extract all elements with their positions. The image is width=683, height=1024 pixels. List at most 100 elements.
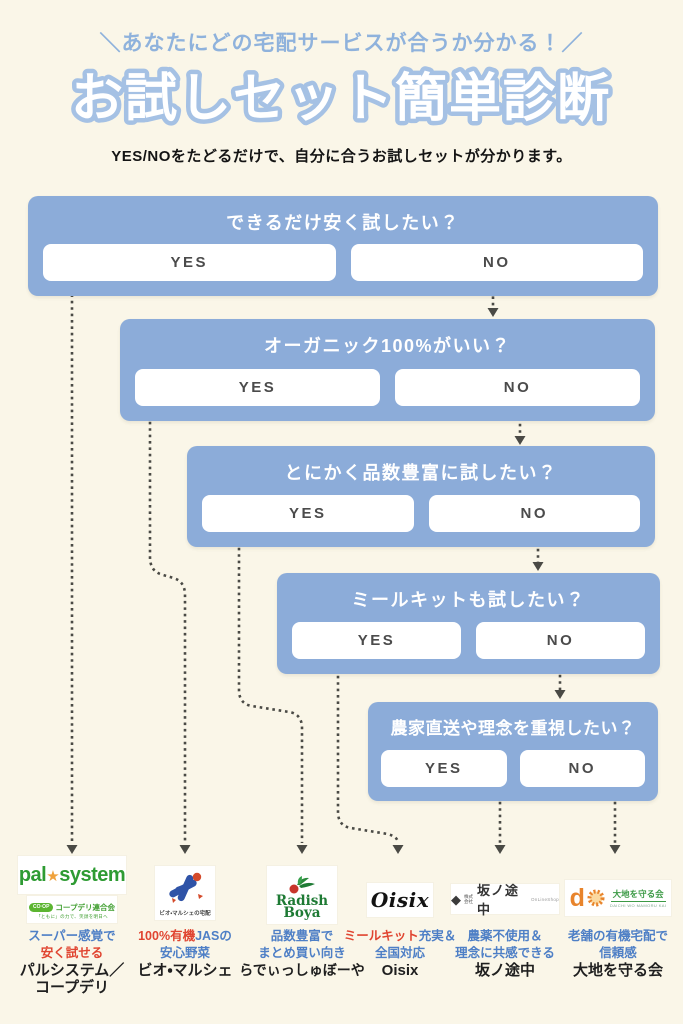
yes-button-4[interactable]: YES: [292, 622, 461, 659]
service-biomarche: ビオ・マルシェの宅配 100%有機JASの 安心野菜 ビオ・マルシェ: [129, 856, 241, 1024]
desc-line: 理念に共感できる: [455, 945, 555, 962]
oisix-logo: Oisix: [344, 856, 456, 917]
question-text: 農家直送や理念を重視したい？: [390, 719, 636, 738]
sakanotochu-logo-card: ◆ 株式会社 坂ノ途中 OnLineShop: [451, 884, 559, 918]
yes-button-1[interactable]: YES: [43, 244, 336, 281]
desc-line: まとめ買い向き: [258, 945, 346, 962]
desc-segment: 理念に共感できる: [455, 946, 555, 960]
desc-line: 農薬不使用＆: [455, 928, 555, 945]
service-name: 坂ノ途中: [474, 962, 536, 979]
no-button-3[interactable]: NO: [428, 495, 640, 532]
question-text: とにかく品数豊富に試したい？: [284, 463, 558, 483]
coop-tagline: 「ともに」の力で、笑顔を明日へ: [36, 913, 108, 919]
star-icon: ★: [46, 867, 60, 885]
biomarche-caption: ビオ・マルシェの宅配: [159, 911, 211, 917]
arrowhead: [494, 845, 506, 854]
coopdeli-logo-card: CO·OP コープデリ連合会 「ともに」の力で、笑顔を明日へ: [27, 896, 117, 923]
arrowhead: [532, 562, 544, 571]
yes-button-5[interactable]: YES: [381, 750, 507, 787]
pal-brand-right: system: [59, 863, 126, 886]
palsystem-logo: pal★system CO·OP コープデリ連合会 「ともに」の力で、笑顔を明日…: [16, 856, 128, 923]
coop-name: コープデリ連合会: [55, 902, 115, 912]
daichi-logo-card: d 大地を守る会 DAICHI WO MAMORU KAI: [565, 880, 671, 916]
biomarche-logo-card: ビオ・マルシェの宅配: [155, 866, 215, 920]
daichi-initial: d: [569, 884, 585, 912]
yes-button-3[interactable]: YES: [202, 495, 414, 532]
service-description: 100%有機JASの 安心野菜: [138, 928, 232, 962]
desc-segment: 全国対応: [374, 946, 425, 960]
radishboya-logo-card: Radish Boya: [267, 866, 337, 924]
service-name: パルシステム／ コープデリ: [19, 962, 125, 996]
question-box-4: ミールキットも試したい？ YES NO: [277, 573, 660, 674]
question-text: ミールキットも試したい？: [351, 590, 586, 610]
desc-line: ミールキット充実＆: [344, 928, 457, 945]
service-name: 大地を守る会: [572, 962, 664, 979]
desc-segment: 100%有機: [138, 929, 196, 943]
arrowhead: [296, 845, 308, 854]
no-button-4[interactable]: NO: [476, 622, 645, 659]
no-button-2[interactable]: NO: [395, 369, 640, 406]
desc-segment: 品数豊富で: [270, 929, 334, 943]
service-name: Oisix: [381, 962, 419, 979]
desc-line: 品数豊富で: [258, 928, 346, 945]
desc-segment: まとめ買い向き: [258, 946, 346, 960]
page-title-art: お試しセット簡単診断: [66, 66, 613, 133]
service-description: 老舗の有機宅配で 信頼感: [568, 928, 668, 962]
sakanotochu-logo: ◆ 株式会社 坂ノ途中 OnLineShop: [449, 856, 561, 918]
desc-segment: 安く試せる: [40, 946, 104, 960]
desc-segment: 農薬不使用＆: [467, 929, 543, 943]
oisix-wordmark: Oisix: [370, 888, 430, 912]
radish-icon: [289, 876, 315, 894]
question-text: オーガニック100%がいい？: [263, 336, 512, 356]
question-text: できるだけ安く試したい？: [226, 213, 460, 233]
diamond-icon: ◆: [451, 891, 461, 907]
desc-segment: スーパー感覚で: [28, 929, 116, 943]
service-description: ミールキット充実＆ 全国対応: [344, 928, 457, 962]
desc-segment: 安心野菜: [159, 946, 210, 960]
daichi-logo: d 大地を守る会 DAICHI WO MAMORU KAI: [562, 856, 674, 916]
biomarche-logo: ビオ・マルシェの宅配: [129, 856, 241, 920]
no-button-1[interactable]: NO: [350, 244, 643, 281]
desc-line: 老舗の有機宅配で: [568, 928, 668, 945]
question-box-3: とにかく品数豊富に試したい？ YES NO: [187, 446, 655, 547]
desc-line: 安く試せる: [28, 945, 115, 962]
desc-line: 安心野菜: [138, 945, 232, 962]
service-sakanotochu: ◆ 株式会社 坂ノ途中 OnLineShop 農薬不使用＆ 理念に共感できる 坂…: [449, 856, 561, 1024]
arrowhead: [66, 845, 78, 854]
arrowhead: [179, 845, 191, 854]
page-title: お試しセット簡単診断: [71, 70, 611, 128]
desc-segment: 信頼感: [599, 946, 637, 960]
radishboya-logo: Radish Boya: [246, 856, 358, 924]
desc-segment: 充実＆: [418, 929, 457, 943]
desc-segment: 老舗の有機宅配で: [567, 929, 669, 943]
coop-badge: CO·OP: [29, 902, 54, 912]
sakanotochu-shop-label: OnLineShop: [530, 896, 559, 902]
service-daichi: d 大地を守る会 DAICHI WO MAMORU KAI 老舗の有機宅配で 信…: [562, 856, 674, 1024]
oisix-logo-card: Oisix: [367, 883, 433, 917]
yes-button-2[interactable]: YES: [135, 369, 380, 406]
daichi-romaji: DAICHI WO MAMORU KAI: [609, 903, 667, 908]
question-box-5: 農家直送や理念を重視したい？ YES NO: [368, 702, 658, 801]
desc-line: 100%有機JASの: [138, 928, 232, 945]
pal-brand-left: pal: [18, 863, 47, 886]
arrowhead: [609, 845, 621, 854]
sakanotochu-wordmark: 坂ノ途中: [477, 884, 520, 918]
daichi-wordmark: 大地を守る会: [610, 888, 666, 902]
service-name: らでぃっしゅぼーや: [239, 962, 365, 978]
desc-line: 信頼感: [568, 945, 668, 962]
question-box-1: できるだけ安く試したい？ YES NO: [28, 196, 658, 296]
sunburst-icon: [587, 889, 605, 907]
service-palsystem: pal★system CO·OP コープデリ連合会 「ともに」の力で、笑顔を明日…: [16, 856, 128, 1024]
desc-segment: ミールキット: [343, 929, 419, 943]
header-tagline: ＼あなたにどの宅配サービスが合うか分かる！／: [99, 32, 584, 55]
service-radishboya: Radish Boya 品数豊富で まとめ買い向き らでぃっしゅぼーや: [239, 856, 365, 1024]
desc-segment: JASの: [195, 929, 232, 943]
no-button-5[interactable]: NO: [519, 750, 645, 787]
service-name: ビオ・マルシェ: [137, 962, 233, 979]
header-subtitle: YES/NOをたどるだけで、自分に合うお試しセットが分かります。: [111, 148, 572, 165]
desc-line: 全国対応: [344, 945, 457, 962]
service-description: 品数豊富で まとめ買い向き: [258, 928, 346, 962]
arrowhead: [514, 436, 526, 445]
service-description: 農薬不使用＆ 理念に共感できる: [455, 928, 555, 962]
